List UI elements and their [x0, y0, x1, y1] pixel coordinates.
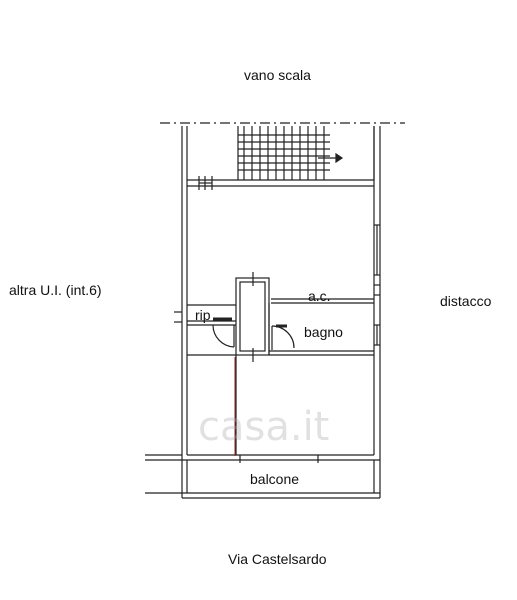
bagno-walls [268, 303, 374, 356]
ac-wall [271, 298, 374, 304]
label-altra-ui: altra U.I. (int.6) [9, 282, 102, 298]
rip-walls [187, 304, 236, 348]
label-rip: rip [195, 307, 211, 323]
lower-room-walls [187, 354, 237, 455]
label-ac: a.c. [308, 288, 331, 304]
label-distacco: distacco [440, 293, 492, 309]
label-via: Via Castelsardo [228, 551, 327, 567]
balcony [182, 460, 380, 499]
label-balcone: balcone [250, 471, 300, 487]
stair-area [187, 126, 375, 190]
label-vano-scala: vano scala [244, 67, 311, 83]
label-bagno: bagno [304, 324, 343, 340]
hallway [235, 272, 270, 362]
watermark: casa.it [198, 404, 330, 450]
balcony-door [239, 455, 319, 463]
window-marks [374, 224, 380, 346]
outer-walls [145, 126, 381, 498]
